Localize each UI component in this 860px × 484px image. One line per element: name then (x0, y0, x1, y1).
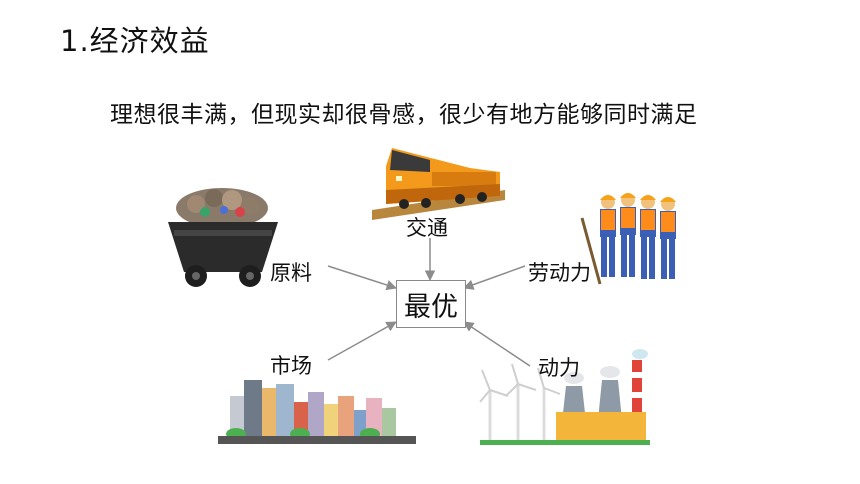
arrow-power (463, 321, 531, 367)
subtitle: 理想很丰满，但现实却很骨感，很少有地方能够同时满足 (110, 102, 698, 128)
arrow-raw-materials (327, 265, 397, 291)
factor-label-power: 动力 (538, 356, 580, 380)
ore-cart-image (168, 188, 278, 287)
factor-label-market: 市场 (270, 354, 312, 378)
city-skyline-image (218, 380, 416, 444)
page-title: 1.经济效益 (60, 24, 210, 58)
factor-label-raw-materials: 原料 (270, 261, 312, 285)
optimal-box: 最优 (396, 280, 466, 328)
factor-label-transport: 交通 (406, 216, 448, 240)
workers-image (580, 193, 676, 285)
arrow-labor (463, 265, 526, 290)
power-plant-image (479, 349, 650, 445)
train-image (372, 148, 505, 220)
arrow-market (327, 321, 397, 361)
factor-label-labor: 劳动力 (528, 261, 591, 285)
